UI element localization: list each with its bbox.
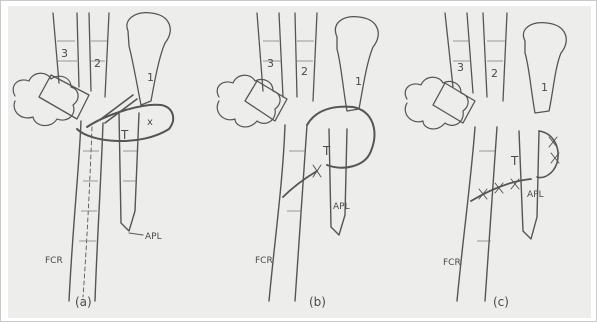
apl-tendon xyxy=(519,131,539,239)
thumb-metacarpal xyxy=(127,13,170,105)
mark-label: T xyxy=(510,154,519,168)
tendon-label-fcr: FCR xyxy=(45,256,63,266)
scaphoid-block xyxy=(433,83,475,123)
panel-a: 3 2 1 T x FCR APL (a) xyxy=(13,13,173,309)
tendon-label-apl: APL xyxy=(333,202,350,212)
mark-label: x xyxy=(147,117,153,128)
tendon-loop xyxy=(537,131,558,177)
carpal-bones-cluster xyxy=(405,77,468,129)
mark-label: T xyxy=(322,144,331,158)
panel-b: 3 2 1 T FCR APL (b) xyxy=(217,13,378,309)
scaphoid-block xyxy=(245,81,287,121)
metacarpal-2 xyxy=(483,13,507,101)
carpal-bones-cluster xyxy=(217,75,280,127)
metacarpal-2 xyxy=(89,13,109,97)
apl-tendon xyxy=(329,129,347,235)
tendon-loop xyxy=(307,107,374,168)
tendon-label-fcr: FCR xyxy=(255,256,273,266)
mark-label: T xyxy=(120,128,129,142)
thumb-metacarpal xyxy=(335,17,378,111)
thumb-metacarpal xyxy=(523,23,566,113)
metacarpal-3 xyxy=(257,13,283,97)
tendon-label-apl: APL xyxy=(145,232,162,242)
digit-label: 3 xyxy=(61,47,68,60)
digit-label: 2 xyxy=(491,67,498,80)
digit-label: 1 xyxy=(541,81,548,94)
tendon-label-apl: APL xyxy=(527,190,544,200)
digit-label: 3 xyxy=(457,61,464,74)
fcr-tendon xyxy=(457,127,497,301)
digit-label: 2 xyxy=(301,65,308,78)
tendon-label-fcr: FCR xyxy=(443,258,461,268)
panel-caption: (b) xyxy=(309,295,326,309)
panel-c: 3 2 1 T FCR APL (c) xyxy=(405,13,566,309)
metacarpal-2 xyxy=(295,13,317,101)
digit-label: 1 xyxy=(147,71,154,84)
carpal-bones-cluster xyxy=(13,73,78,125)
panel-caption: (c) xyxy=(493,295,509,309)
tendon-weave xyxy=(283,171,317,197)
digit-label: 3 xyxy=(267,57,274,70)
scaphoid-block xyxy=(39,75,89,119)
panel-caption: (a) xyxy=(75,295,92,309)
digit-label: 1 xyxy=(355,75,362,88)
digit-label: 2 xyxy=(94,57,101,70)
